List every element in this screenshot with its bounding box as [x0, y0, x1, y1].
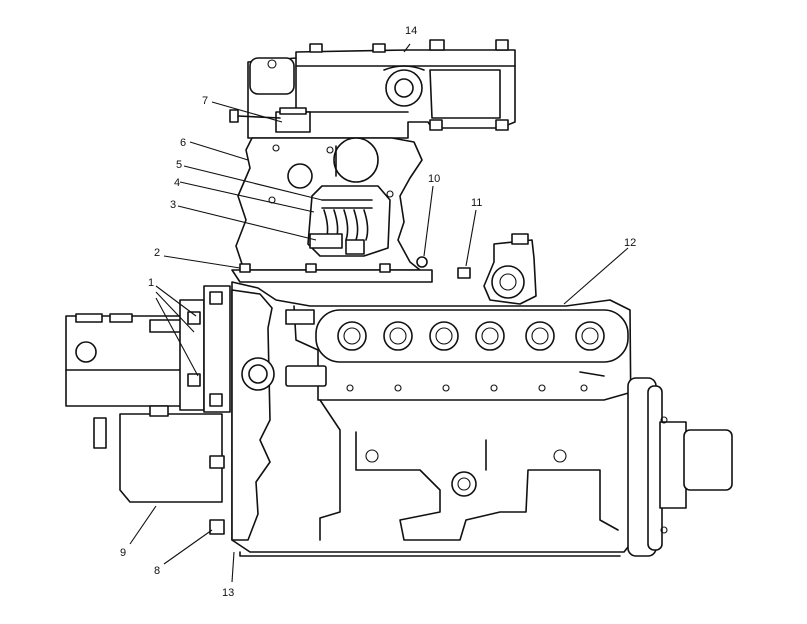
callout-3: 3 [170, 199, 176, 211]
callout-9: 9 [120, 547, 126, 559]
cover-plate [231, 263, 471, 283]
side-bracket [483, 233, 537, 305]
delivery-valve [429, 321, 459, 351]
drive-coupling [627, 377, 733, 557]
callout-13: 13 [222, 587, 234, 599]
delivery-valve [337, 321, 367, 351]
delivery-valve [575, 321, 605, 351]
callout-12: 12 [624, 237, 636, 249]
callout-11: 11 [471, 197, 482, 209]
delivery-valve [525, 321, 555, 351]
callouts: 14 7 6 5 4 3 2 10 11 12 1 9 8 13 [120, 25, 636, 599]
governor-top-housing [247, 39, 516, 139]
callout-4: 4 [174, 177, 180, 189]
delivery-valve [475, 321, 505, 351]
callout-1: 1 [148, 277, 154, 289]
callout-7: 7 [202, 95, 208, 107]
delivery-valve-rail [315, 309, 629, 392]
callout-14: 14 [405, 25, 417, 37]
delivery-valve [383, 321, 413, 351]
left-end-assembly [65, 285, 231, 535]
callout-8: 8 [154, 565, 160, 577]
leader-lines [129, 43, 629, 583]
callout-5: 5 [176, 159, 182, 171]
callout-6: 6 [180, 137, 186, 149]
callout-2: 2 [154, 247, 160, 259]
governor-body [229, 107, 428, 271]
callout-10: 10 [428, 173, 440, 185]
